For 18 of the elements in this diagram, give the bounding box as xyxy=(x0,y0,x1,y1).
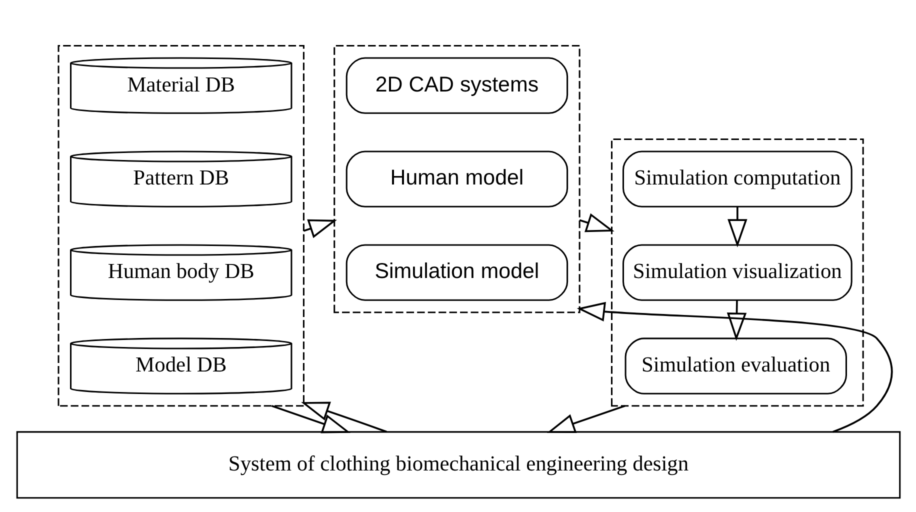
node-box: Simulation model xyxy=(345,244,568,301)
arrow xyxy=(302,219,336,238)
arrow xyxy=(576,302,892,433)
arrow xyxy=(300,402,386,433)
node-box: 2D CAD systems xyxy=(345,57,568,114)
cluster xyxy=(57,44,304,407)
arrow xyxy=(546,405,625,433)
arrow xyxy=(727,206,747,248)
arrow xyxy=(726,300,746,341)
cluster xyxy=(610,138,864,407)
arrow xyxy=(578,213,614,232)
cluster xyxy=(333,44,580,314)
node-box: Simulation visualization xyxy=(622,244,852,301)
node-box: Simulation evaluation xyxy=(624,338,846,394)
node-box: Simulation computation xyxy=(622,150,852,208)
node-box: Human model xyxy=(345,150,568,208)
node-box: System of clothing biomechanical engineering design xyxy=(16,431,900,499)
arrow xyxy=(270,405,350,434)
